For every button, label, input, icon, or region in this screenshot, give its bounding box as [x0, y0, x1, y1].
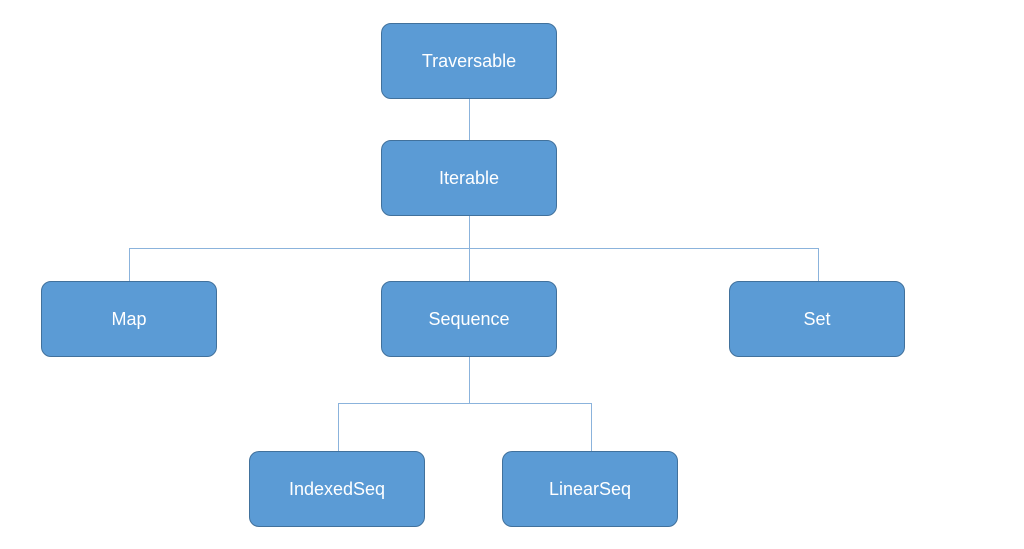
connector-iterable-branch — [129, 248, 818, 249]
connector-branch-indexedseq — [338, 403, 339, 451]
node-label: Sequence — [428, 308, 510, 329]
node-label: LinearSeq — [548, 478, 632, 499]
connector-sequence-trunk — [469, 357, 470, 404]
connector-branch-map — [129, 248, 130, 281]
node-traversable: Traversable — [381, 23, 557, 99]
connector-traversable-iterable — [469, 99, 470, 140]
node-label: Set — [803, 308, 831, 329]
node-label: Traversable — [421, 50, 517, 71]
node-linearseq: LinearSeq — [502, 451, 678, 527]
connector-sequence-branch — [338, 403, 592, 404]
node-iterable: Iterable — [381, 140, 557, 216]
node-indexedseq: IndexedSeq — [249, 451, 425, 527]
node-label: Map — [111, 308, 147, 329]
connector-branch-linearseq — [591, 403, 592, 451]
node-sequence: Sequence — [381, 281, 557, 357]
node-set: Set — [729, 281, 905, 357]
node-label: IndexedSeq — [288, 478, 386, 499]
connector-branch-set — [818, 248, 819, 281]
node-map: Map — [41, 281, 217, 357]
node-label: Iterable — [438, 167, 500, 188]
